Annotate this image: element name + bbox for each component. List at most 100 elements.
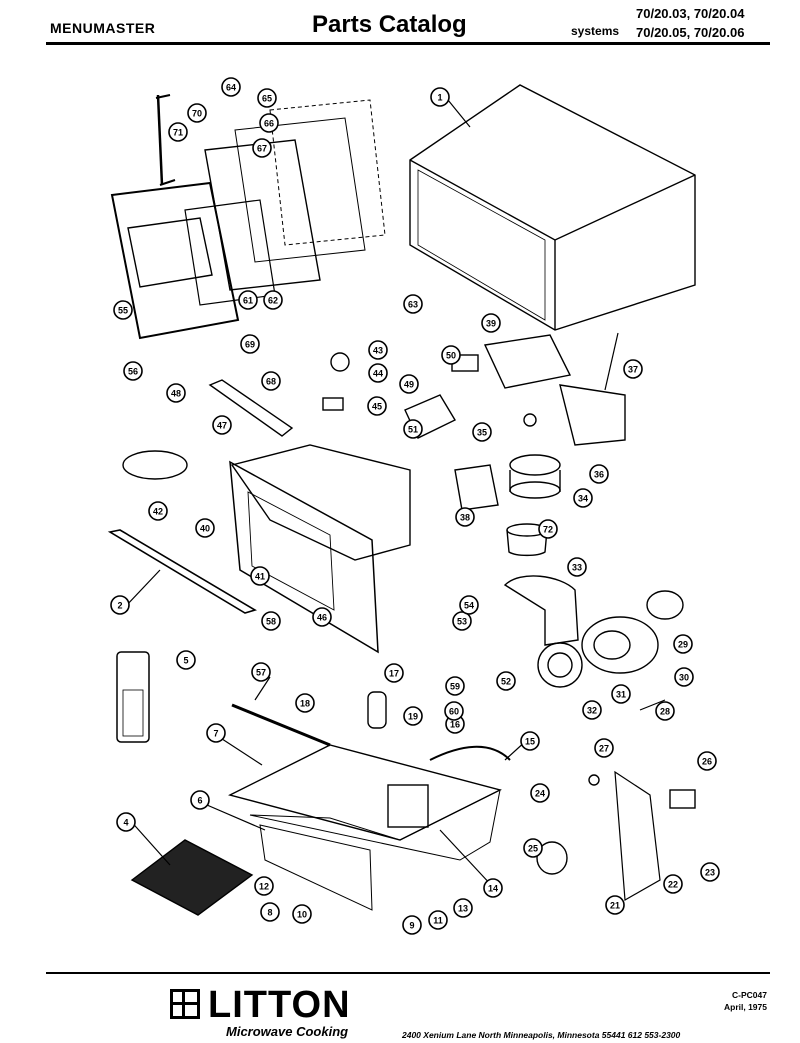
- litton-logo-text: LITTON: [208, 984, 351, 1026]
- callout-number: 72: [543, 525, 553, 535]
- callout-62: 62: [263, 290, 283, 310]
- callout-71: 71: [168, 122, 188, 142]
- callout-circle: [148, 501, 168, 521]
- callout-circle: [212, 415, 232, 435]
- callout-number: 10: [297, 910, 307, 920]
- callout-circle: [663, 874, 683, 894]
- callout-15: 15: [520, 731, 540, 751]
- callout-10: 10: [292, 904, 312, 924]
- outer-cabinet: [409, 84, 696, 331]
- callout-number: 18: [300, 699, 310, 709]
- callout-number: 53: [457, 617, 467, 627]
- callout-8: 8: [260, 902, 280, 922]
- callout-number: 30: [679, 673, 689, 683]
- callout-26: 26: [697, 751, 717, 771]
- callout-circle: [496, 671, 516, 691]
- callout-9: 9: [402, 915, 422, 935]
- callout-circle: [254, 876, 274, 896]
- callout-circle: [260, 902, 280, 922]
- callout-circle: [238, 290, 258, 310]
- callout-circle: [441, 345, 461, 365]
- callout-number: 50: [446, 351, 456, 361]
- callout-29: 29: [673, 634, 693, 654]
- callout-number: 24: [535, 789, 545, 799]
- callout-number: 26: [702, 757, 712, 767]
- callout-circle: [582, 700, 602, 720]
- callout-36: 36: [589, 464, 609, 484]
- callout-number: 37: [628, 365, 638, 375]
- callout-46: 46: [312, 607, 332, 627]
- callout-number: 42: [153, 507, 163, 517]
- callout-number: 13: [458, 904, 468, 914]
- callout-circle: [123, 361, 143, 381]
- callout-circle: [113, 300, 133, 320]
- callout-circle: [611, 684, 631, 704]
- callout-58: 58: [261, 611, 281, 631]
- callout-57: 57: [251, 662, 271, 682]
- callout-number: 60: [449, 707, 459, 717]
- callout-circle: [452, 611, 472, 631]
- callout-circle: [110, 595, 130, 615]
- callout-circle: [402, 915, 422, 935]
- callout-circle: [445, 676, 465, 696]
- model-numbers-line-2: 70/20.05, 70/20.06: [636, 25, 745, 40]
- callout-circle: [240, 334, 260, 354]
- callout-43: 43: [368, 340, 388, 360]
- brand-name: MENUMASTER: [50, 20, 156, 36]
- callout-circle: [250, 566, 270, 586]
- callout-circle: [700, 862, 720, 882]
- callout-61: 61: [238, 290, 258, 310]
- callout-number: 9: [409, 921, 414, 931]
- callout-68: 68: [261, 371, 281, 391]
- callout-circle: [459, 595, 479, 615]
- document-date: April, 1975: [724, 1002, 767, 1012]
- callout-number: 33: [572, 563, 582, 573]
- callout-circle: [252, 138, 272, 158]
- footer-rule: [46, 972, 770, 974]
- callout-59: 59: [445, 676, 465, 696]
- callout-number: 2: [117, 601, 122, 611]
- callout-circle: [166, 383, 186, 403]
- callout-11: 11: [428, 910, 448, 930]
- callout-number: 28: [660, 707, 670, 717]
- callout-22: 22: [663, 874, 683, 894]
- callout-circle: [384, 663, 404, 683]
- callout-60: 60: [444, 701, 464, 721]
- callout-number: 61: [243, 296, 253, 306]
- callout-31: 31: [611, 684, 631, 704]
- callout-circle: [655, 701, 675, 721]
- callout-number: 5: [183, 656, 188, 666]
- callout-70: 70: [187, 103, 207, 123]
- callout-number: 16: [450, 720, 460, 730]
- stirrer-fan: [122, 450, 188, 480]
- callout-number: 43: [373, 346, 383, 356]
- callout-39: 39: [481, 313, 501, 333]
- callout-number: 70: [192, 109, 202, 119]
- callout-48: 48: [166, 383, 186, 403]
- callout-circle: [116, 812, 136, 832]
- callout-number: 14: [488, 884, 498, 894]
- callout-44: 44: [368, 363, 388, 383]
- callout-circle: [261, 371, 281, 391]
- callout-circle: [257, 88, 277, 108]
- callout-circle: [483, 878, 503, 898]
- callout-4: 4: [116, 812, 136, 832]
- callout-number: 25: [528, 844, 538, 854]
- callout-41: 41: [250, 566, 270, 586]
- callout-number: 27: [599, 744, 609, 754]
- callout-circle: [368, 363, 388, 383]
- callout-circle: [428, 910, 448, 930]
- callout-72: 72: [538, 519, 558, 539]
- litton-logo-icon: [170, 989, 200, 1019]
- callout-circle: [538, 519, 558, 539]
- callout-circle: [589, 464, 609, 484]
- callout-number: 56: [128, 367, 138, 377]
- callout-number: 71: [173, 128, 183, 138]
- callout-number: 57: [256, 668, 266, 678]
- callout-number: 64: [226, 83, 236, 93]
- callout-number: 69: [245, 340, 255, 350]
- callout-number: 55: [118, 306, 128, 316]
- callout-number: 52: [501, 677, 511, 687]
- callout-circle: [594, 738, 614, 758]
